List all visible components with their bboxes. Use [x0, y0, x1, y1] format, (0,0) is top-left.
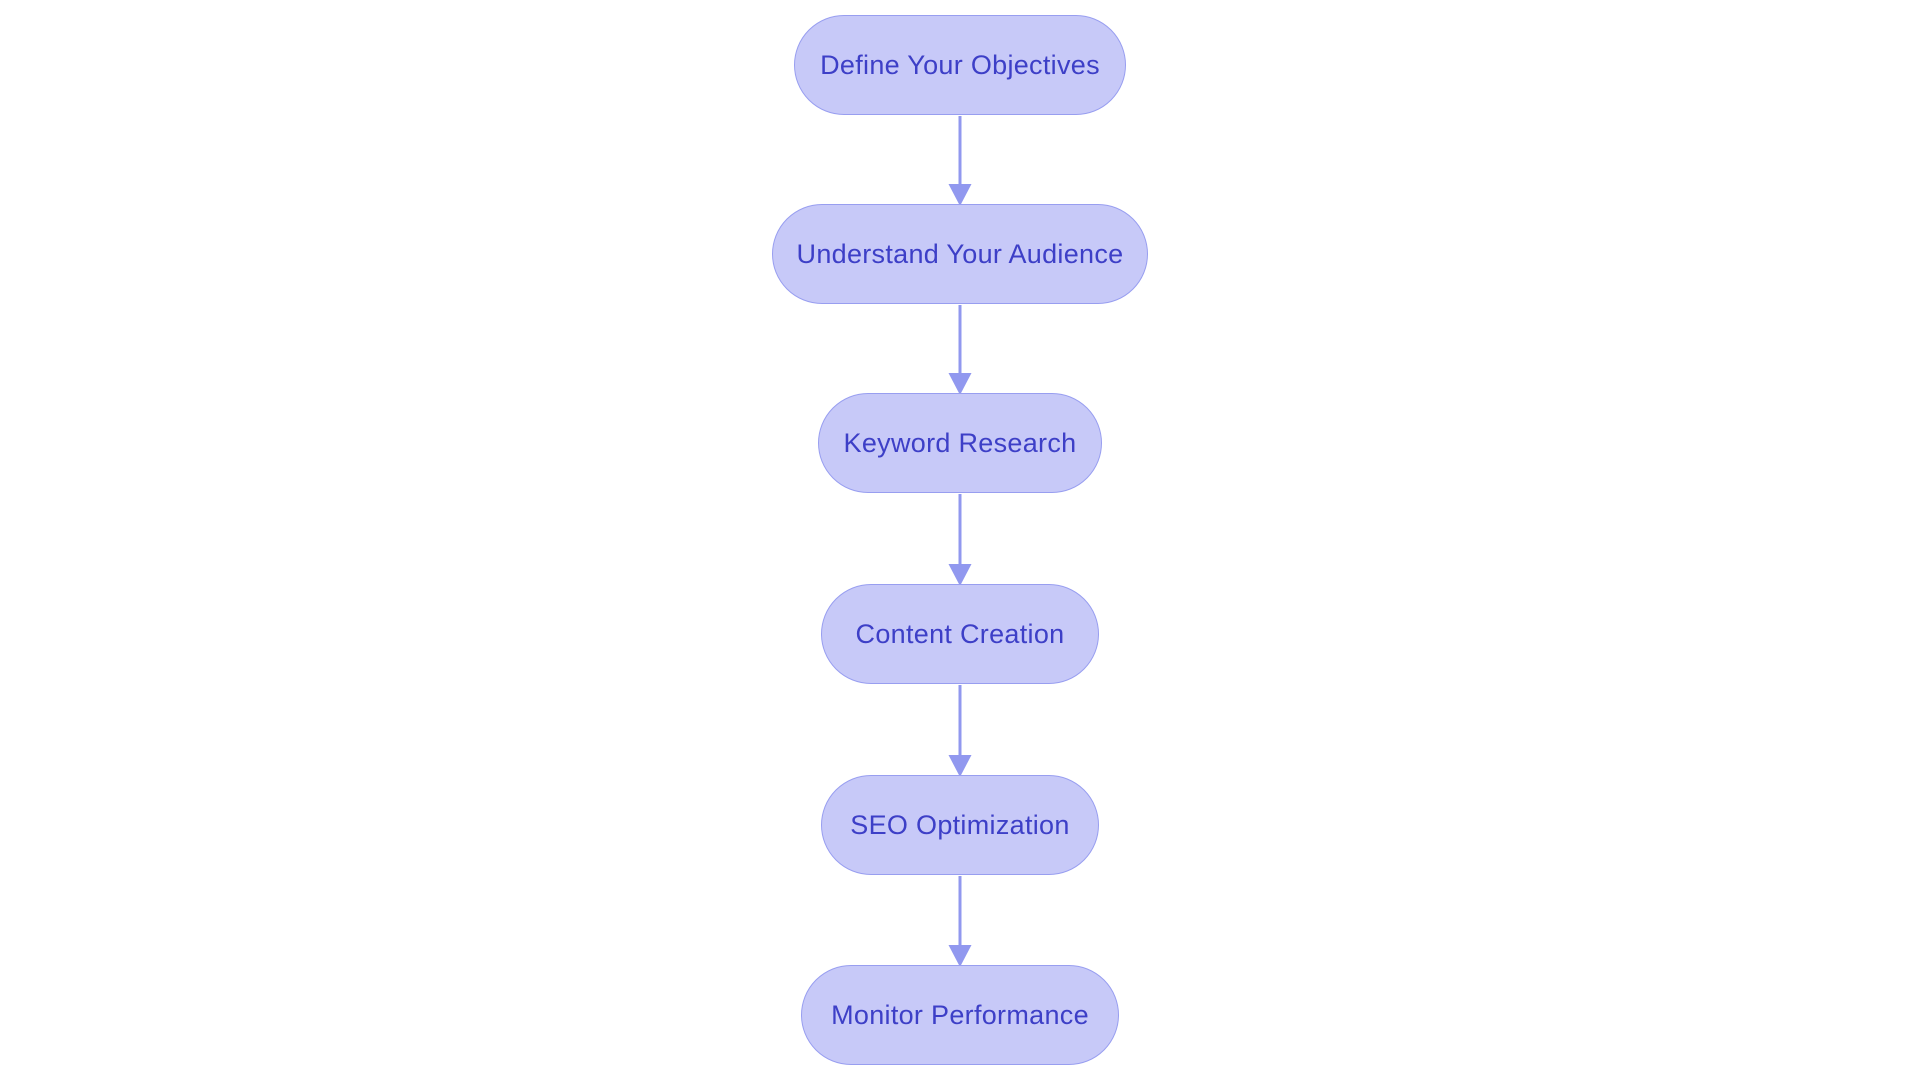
- arrow-3: [948, 494, 972, 586]
- node-understand-audience: Understand Your Audience: [772, 204, 1148, 304]
- arrow-4: [948, 685, 972, 777]
- node-monitor-performance: Monitor Performance: [801, 965, 1119, 1065]
- node-seo-optimization: SEO Optimization: [821, 775, 1099, 875]
- node-label: Keyword Research: [843, 427, 1077, 458]
- node-label: SEO Optimization: [850, 809, 1070, 840]
- arrow-1: [948, 116, 972, 206]
- node-label: Content Creation: [855, 618, 1065, 649]
- node-content-creation: Content Creation: [821, 584, 1099, 684]
- arrow-5: [948, 876, 972, 967]
- node-label: Understand Your Audience: [796, 238, 1124, 269]
- node-label: Monitor Performance: [831, 999, 1089, 1030]
- node-label: Define Your Objectives: [820, 49, 1100, 80]
- node-define-objectives: Define Your Objectives: [794, 15, 1126, 115]
- arrow-2: [948, 305, 972, 395]
- node-keyword-research: Keyword Research: [818, 393, 1102, 493]
